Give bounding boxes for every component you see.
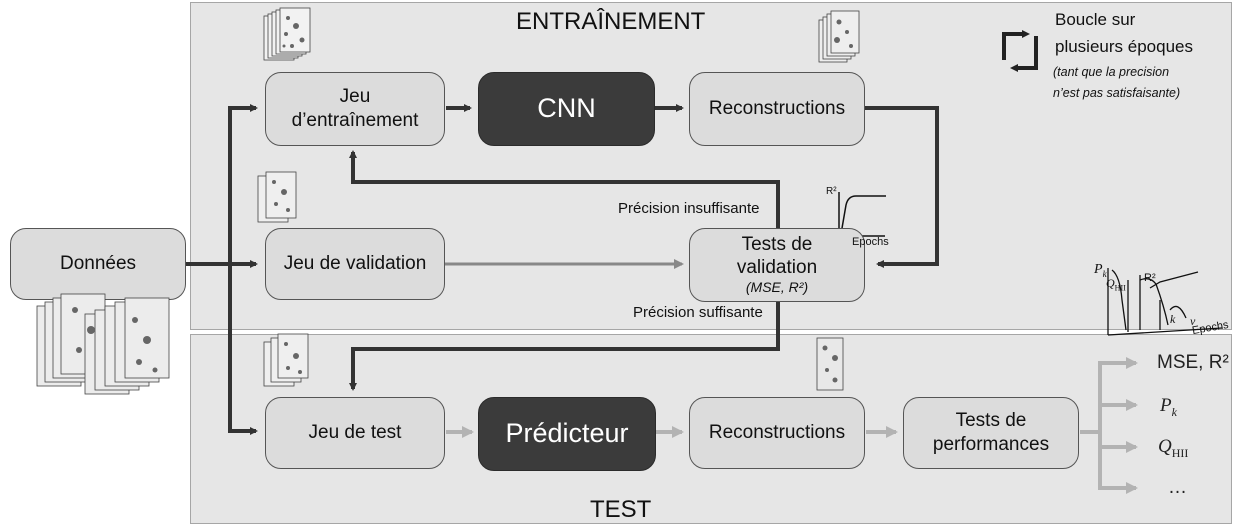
reconstructions-test-label: Reconstructions xyxy=(708,422,846,444)
validation-tests-node: Tests de validation (MSE, R²) xyxy=(689,228,865,302)
validation-tests-metrics: (MSE, R²) xyxy=(745,279,809,296)
validation-tests-label-2: validation xyxy=(736,256,818,278)
sufficient-label: Précision suffisante xyxy=(633,304,763,321)
validation-set-label: Jeu de validation xyxy=(283,253,427,275)
predictor-node: Prédicteur xyxy=(478,397,656,471)
train-set-label-1: Jeu xyxy=(339,86,371,108)
test-thumbnails xyxy=(262,332,314,395)
performance-tests-label-2: performances xyxy=(932,434,1050,455)
right-plot-k: k xyxy=(1170,312,1176,326)
right-plot-nu: ν xyxy=(1190,314,1196,328)
recon-train-thumbnails xyxy=(817,10,863,71)
loop-title-line1: Boucle sur xyxy=(1055,10,1136,29)
loop-note-line2: n’est pas satisfaisante) xyxy=(1053,86,1181,100)
test-title: TEST xyxy=(590,496,652,523)
validation-plot-xlabel: Epochs xyxy=(852,236,889,248)
train-set-label-2: d’entraînement xyxy=(291,110,419,131)
test-set-node: Jeu de test xyxy=(265,397,445,469)
test-set-label: Jeu de test xyxy=(308,422,402,444)
cnn-node: CNN xyxy=(478,72,655,146)
predictor-label: Prédicteur xyxy=(505,418,629,449)
training-title: ENTRAÎNEMENT xyxy=(516,8,706,35)
reconstructions-train-node: Reconstructions xyxy=(689,72,865,146)
recon-test-thumbnail xyxy=(815,336,847,399)
reconstructions-train-label: Reconstructions xyxy=(708,98,846,120)
output-mse-r2: MSE, R² xyxy=(1157,352,1229,373)
insufficient-label: Précision insuffisante xyxy=(618,200,760,217)
output-pk: Pk xyxy=(1160,395,1177,419)
validation-plot-ylabel: R² xyxy=(826,186,837,197)
validation-set-node: Jeu de validation xyxy=(265,228,445,300)
loop-note-line1: (tant que la precision xyxy=(1053,65,1170,79)
edge-recon-validation xyxy=(865,106,939,268)
edge-insufficient xyxy=(349,150,780,228)
performance-tests-node: Tests de performances xyxy=(903,397,1079,469)
loop-title-line2: plusieurs époques xyxy=(1055,37,1193,56)
right-plot-q: QHII xyxy=(1106,276,1126,293)
output-qhii: QHII xyxy=(1158,436,1189,460)
validation-thumbnails xyxy=(256,168,302,233)
validation-tests-label-1: Tests de xyxy=(741,233,813,255)
data-node: Données xyxy=(10,228,186,300)
output-more: … xyxy=(1168,477,1187,498)
edge-sufficient xyxy=(349,302,780,391)
data-node-label: Données xyxy=(59,253,137,275)
reconstructions-test-node: Reconstructions xyxy=(689,397,865,469)
train-thumbnails xyxy=(262,6,318,71)
right-plot-r2: R² xyxy=(1144,272,1156,284)
right-plot-pk: Pk xyxy=(1094,262,1107,279)
performance-tests-label-1: Tests de xyxy=(955,410,1027,432)
train-set-node: Jeu d’entraînement xyxy=(265,72,445,146)
data-thumbnails xyxy=(35,290,175,405)
cnn-label: CNN xyxy=(537,93,596,124)
multi-mini-plot xyxy=(1107,268,1223,336)
loop-icon xyxy=(1002,30,1038,72)
